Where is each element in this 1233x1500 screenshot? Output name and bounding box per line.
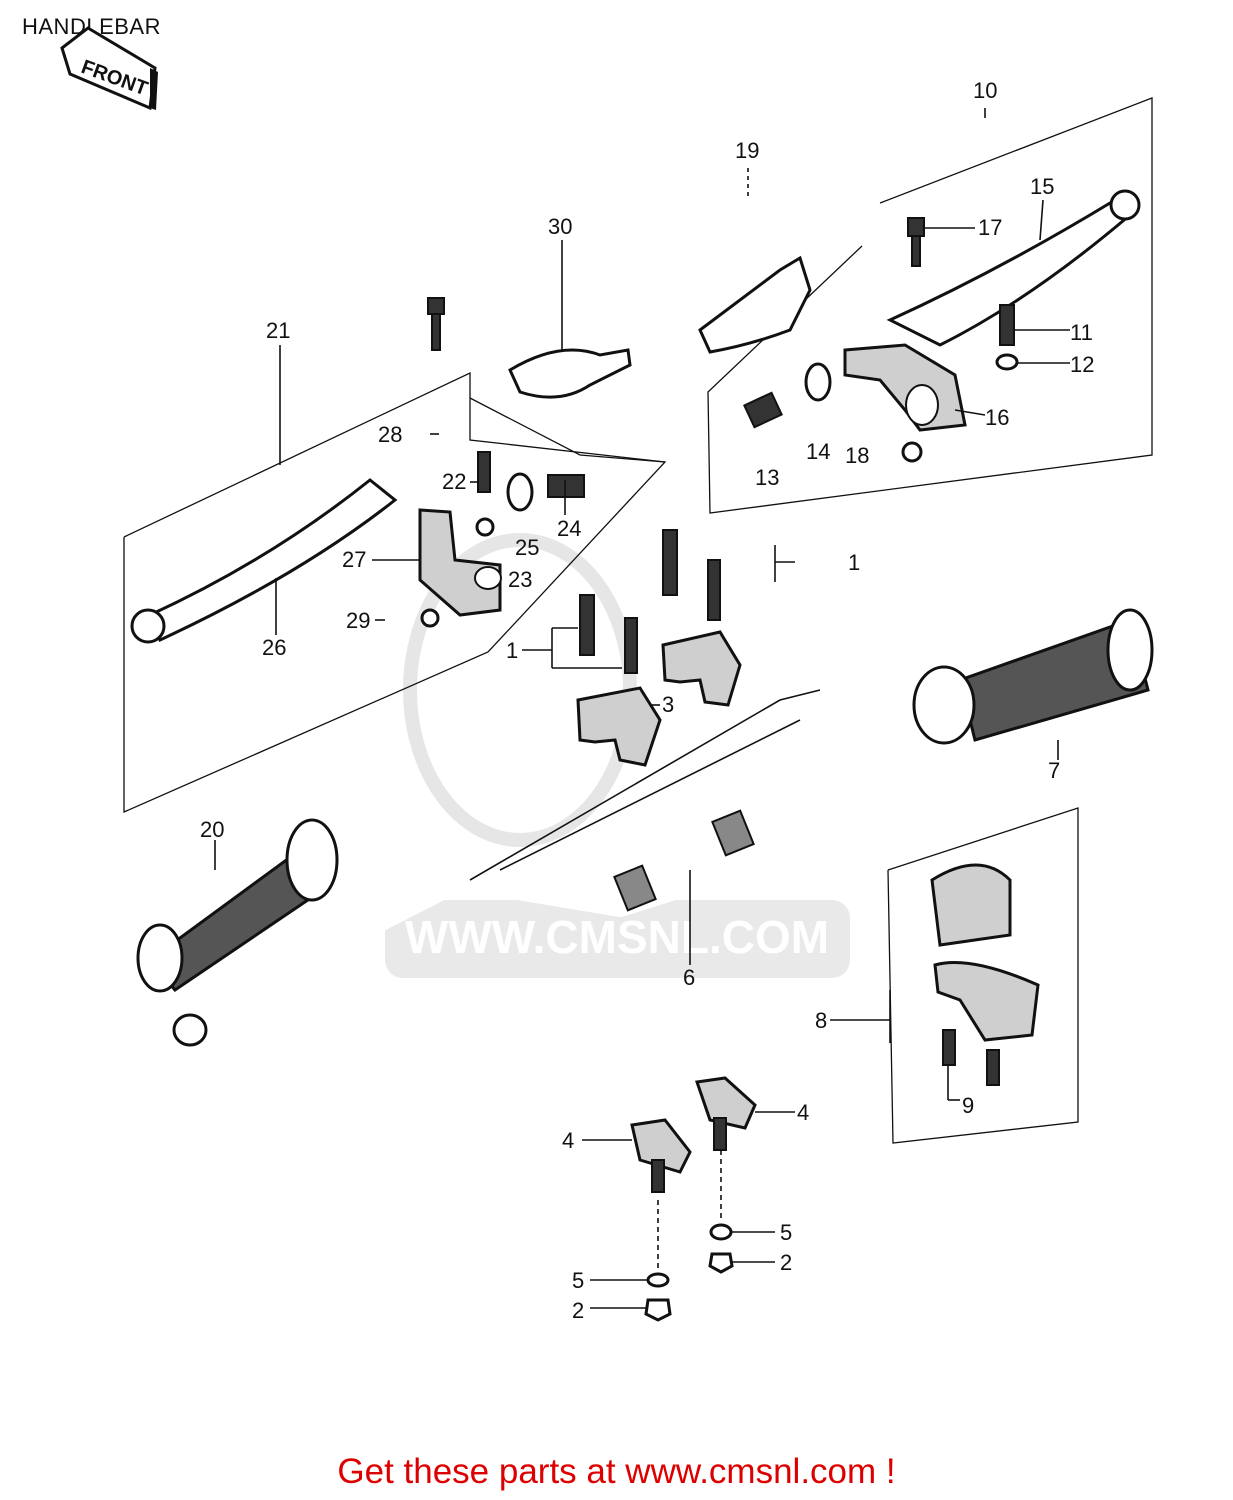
right-lever-cover [698, 255, 812, 354]
callout-2-left: 2 [572, 1298, 584, 1323]
upper-clamps [576, 630, 742, 767]
left-grip [136, 818, 339, 993]
callout-5-right: 5 [780, 1220, 792, 1245]
callout-3: 3 [662, 692, 674, 717]
callout-1-top: 1 [848, 550, 860, 575]
callout-21: 21 [266, 318, 290, 343]
switch-group-outline [887, 807, 1079, 1144]
callout-24: 24 [557, 516, 581, 541]
callout-7: 7 [1048, 758, 1060, 783]
callout-4-left: 4 [562, 1128, 574, 1153]
callout-8: 8 [815, 1008, 827, 1033]
callout-5-left: 5 [572, 1268, 584, 1293]
callout-18: 18 [845, 443, 869, 468]
switch-housing [930, 863, 1040, 1086]
callout-19: 19 [735, 138, 759, 163]
callout-10: 10 [973, 78, 997, 103]
left-lever-bracket [418, 508, 502, 617]
right-grip [912, 608, 1154, 745]
callout-1: 1 [506, 638, 518, 663]
callout-2-right: 2 [780, 1250, 792, 1275]
leader-lines [214, 108, 1070, 1309]
watermark-text: WWW.CMSNL.COM [405, 911, 829, 963]
callout-14: 14 [806, 439, 830, 464]
callout-23: 23 [508, 567, 532, 592]
callout-labels: 10 19 15 30 17 21 11 12 16 28 14 18 22 1… [200, 78, 1094, 1323]
callout-27: 27 [342, 547, 366, 572]
lower-holders [630, 1076, 757, 1193]
callout-12: 12 [1070, 352, 1094, 377]
right-lever-bracket [843, 343, 967, 432]
callout-13: 13 [755, 465, 779, 490]
callout-25: 25 [515, 535, 539, 560]
callout-29: 29 [346, 608, 370, 633]
callout-16: 16 [985, 405, 1009, 430]
right-lever-group-outline [707, 97, 1153, 514]
callout-28: 28 [378, 422, 402, 447]
callout-20: 20 [200, 817, 224, 842]
grip-pointer-outline [469, 397, 666, 463]
front-arrow-badge: FRONT [60, 26, 158, 111]
callout-11: 11 [1070, 320, 1093, 345]
right-lever [886, 189, 1141, 347]
cmsnl-watermark: WWW.CMSNL.COM [385, 533, 850, 978]
callout-17: 17 [978, 215, 1002, 240]
left-lever-cover [508, 348, 632, 399]
right-small-parts [743, 217, 1019, 463]
washers-and-nuts [644, 1223, 734, 1322]
callout-15: 15 [1030, 174, 1054, 199]
left-lever [130, 478, 398, 644]
callout-22: 22 [442, 469, 466, 494]
callout-26: 26 [262, 635, 286, 660]
callout-30: 30 [548, 214, 572, 239]
left-small-parts [420, 297, 585, 628]
callout-6: 6 [683, 965, 695, 990]
callout-4-right: 4 [797, 1100, 809, 1125]
footer-promo-text[interactable]: Get these parts at www.cmsnl.com ! [337, 1452, 896, 1491]
clamp-bolts [579, 529, 721, 674]
callout-9: 9 [962, 1093, 974, 1118]
handlebar-tube [172, 558, 1102, 1047]
